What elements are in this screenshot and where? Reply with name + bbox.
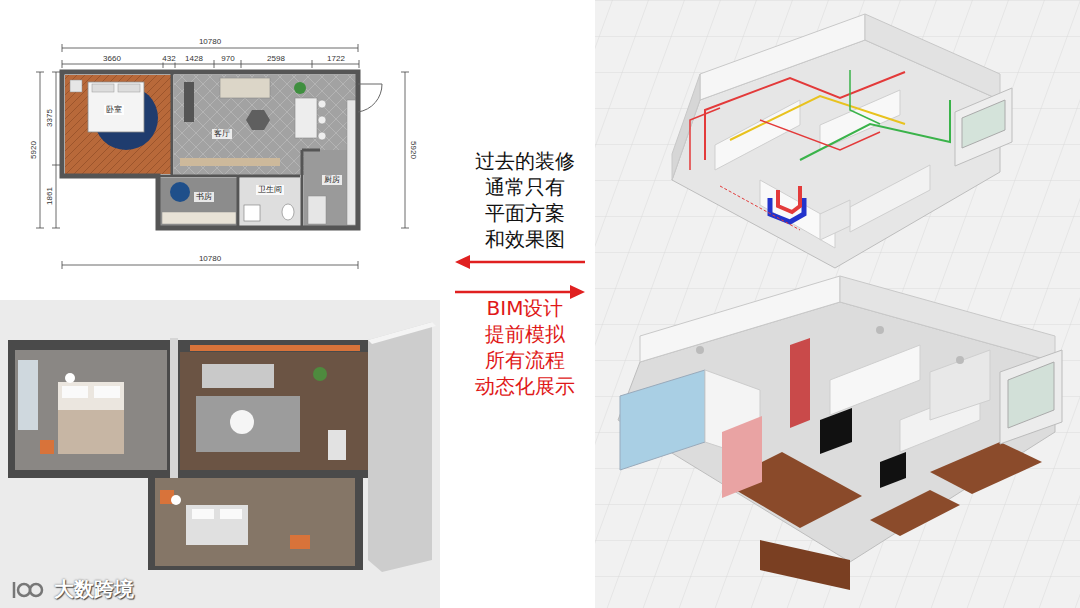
- direction-arrows: [455, 255, 585, 299]
- dimension-label: 5920: [409, 140, 418, 160]
- dimension-lines: [36, 44, 409, 269]
- dimension-label: 432: [161, 54, 176, 63]
- dimension-label: 5920: [29, 140, 38, 160]
- dimension-label: 2598: [266, 54, 286, 63]
- caption-text: BIM设计 提前模拟 所有流程 动态化展示: [469, 295, 581, 399]
- dimension-label: 3660: [102, 54, 122, 63]
- bim-pipe-model: [672, 14, 1012, 268]
- logo-mark: [14, 582, 42, 598]
- floor-plan: [62, 72, 382, 228]
- room-label: 卫生间: [256, 185, 284, 195]
- dimension-label: 3375: [45, 108, 54, 128]
- render-image: [0, 300, 440, 608]
- dimension-label: 1722: [326, 54, 346, 63]
- dimension-label: 970: [220, 54, 235, 63]
- watermark-text: 大数跨境: [54, 577, 134, 601]
- caption-text: 过去的装修 通常只有 平面方案 和效果图: [469, 148, 581, 252]
- dimension-label: 1861: [45, 186, 54, 206]
- room-label: 卧室: [104, 105, 124, 115]
- dimension-label: 10780: [198, 254, 222, 263]
- dimension-label: 1428: [184, 54, 204, 63]
- grid-ground: [595, 0, 1080, 608]
- room-label: 书房: [194, 192, 214, 202]
- room-label: 客厅: [212, 129, 232, 139]
- room-label: 厨房: [322, 175, 342, 185]
- dimension-label: 10780: [198, 37, 222, 46]
- house-3d-model: [618, 276, 1062, 590]
